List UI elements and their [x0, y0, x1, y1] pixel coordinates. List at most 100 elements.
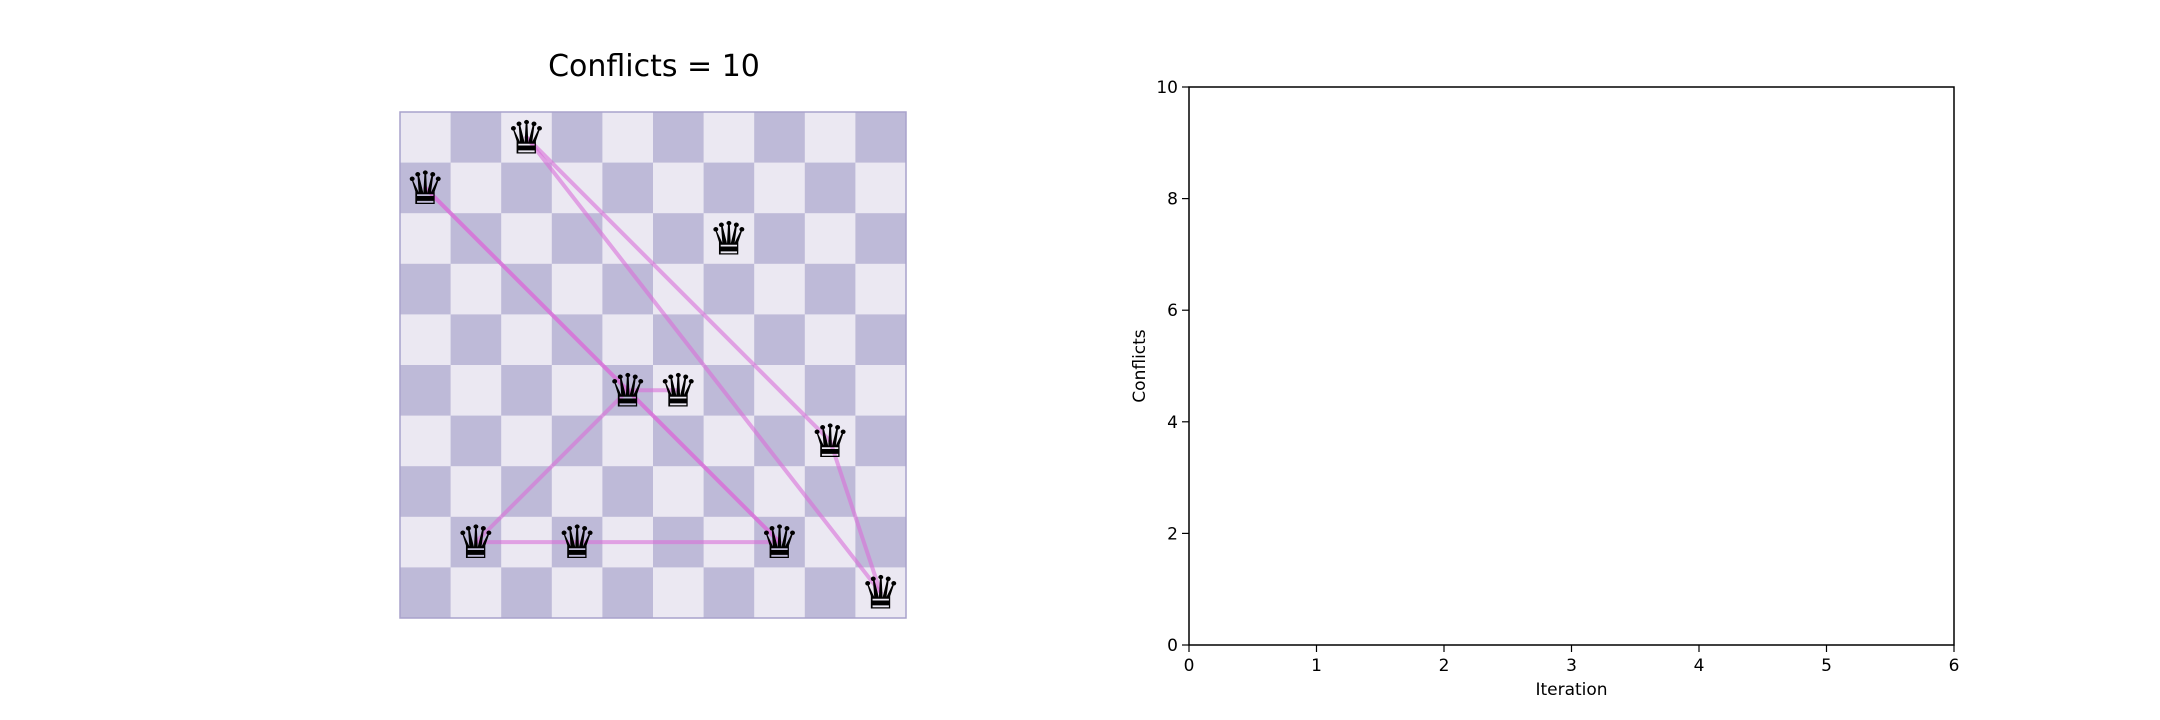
board-square: [855, 365, 907, 416]
board-square: [703, 213, 755, 265]
board-title: Conflicts = 10: [548, 49, 760, 84]
board-square: [450, 365, 502, 416]
queen-icon: ♛: [607, 363, 648, 417]
board-square: [653, 567, 704, 619]
plot-area: [1188, 86, 1955, 646]
board-square: [450, 162, 502, 214]
board-square: [551, 112, 603, 163]
queen-icon: ♛: [759, 515, 800, 569]
board-square: [501, 567, 553, 619]
board-square: [804, 314, 856, 366]
board-square: [804, 516, 856, 568]
conflict-line: [625, 388, 782, 545]
y-tick-label: 10: [1156, 78, 1178, 98]
board-square: [400, 466, 451, 518]
board-square: [501, 213, 553, 265]
board-square: [551, 466, 603, 518]
queen-icon: ♛: [405, 161, 446, 215]
board-square: [804, 263, 856, 315]
y-tick-label: 8: [1167, 190, 1178, 210]
x-axis-ticks: 0 1 2 3 4 5 6: [1184, 645, 1960, 676]
conflict-lines: [423, 135, 883, 595]
conflict-line: [524, 135, 833, 443]
x-tick-label: 2: [1439, 656, 1450, 676]
board-square: [450, 112, 502, 163]
board-square: [653, 162, 704, 214]
queen-icon: ♛: [658, 363, 699, 417]
board-square: [400, 314, 451, 366]
board-border: [399, 111, 907, 619]
board-square: [551, 263, 603, 315]
x-tick-label: 6: [1949, 656, 1960, 676]
board-square: [450, 263, 502, 315]
board-square: [703, 567, 755, 619]
board-square: [400, 213, 451, 265]
board-square: [400, 567, 451, 619]
board-square: [400, 365, 451, 416]
board-square: [804, 567, 856, 619]
board-square: [754, 567, 806, 619]
board-square: [450, 415, 502, 467]
queen-icon: ♛: [708, 212, 749, 266]
board-square: [855, 162, 907, 214]
x-tick-label: 5: [1821, 656, 1832, 676]
board-square: [602, 162, 654, 214]
board-square: [754, 263, 806, 315]
board-square: [551, 365, 603, 416]
queen-icon: ♛: [860, 566, 901, 620]
queen-icon: ♛: [556, 515, 597, 569]
conflict-line: [828, 438, 883, 595]
x-tick-label: 0: [1184, 656, 1195, 676]
board-square: [855, 263, 907, 315]
conflict-line: [473, 388, 630, 545]
y-tick-label: 4: [1167, 413, 1178, 433]
board-square: [501, 415, 553, 467]
board-square: [450, 314, 502, 366]
board-square: [754, 213, 806, 265]
x-tick-label: 1: [1311, 656, 1322, 676]
board-square: [602, 112, 654, 163]
board-square: [703, 263, 755, 315]
board-square: [501, 365, 553, 416]
board-square: [551, 567, 603, 619]
board-square: [400, 415, 451, 467]
board-square: [804, 162, 856, 214]
board-square: [551, 213, 603, 265]
board-square: [501, 162, 553, 214]
board-square: [855, 415, 907, 467]
board-square: [754, 314, 806, 366]
board-square: [855, 466, 907, 518]
x-tick-label: 3: [1566, 656, 1577, 676]
queen-icon: ♛: [455, 515, 496, 569]
board-square: [602, 567, 654, 619]
board-square: [450, 466, 502, 518]
y-tick-label: 0: [1167, 636, 1178, 656]
board-square: [400, 112, 451, 163]
board-square: [602, 466, 654, 518]
board-square: [703, 112, 755, 163]
board-square: [855, 112, 907, 163]
board-square: [450, 567, 502, 619]
board-square: [754, 162, 806, 214]
board-square: [855, 213, 907, 265]
y-tick-label: 6: [1167, 301, 1178, 321]
board-square: [855, 314, 907, 366]
board-square: [804, 365, 856, 416]
queen-icon: ♛: [809, 414, 850, 468]
board-square: [703, 162, 755, 214]
queens: ♛♛♛♛♛♛♛♛♛♛: [405, 110, 902, 619]
board-square: [703, 415, 755, 467]
x-tick-label: 4: [1694, 656, 1705, 676]
board-square: [400, 263, 451, 315]
x-axis-label: Iteration: [1535, 680, 1607, 700]
y-axis-label: Conflicts: [1130, 329, 1150, 402]
board-square: [602, 415, 654, 467]
queen-icon: ♛: [506, 110, 547, 164]
conflict-line: [524, 135, 883, 595]
board-square: [804, 213, 856, 265]
board-square: [754, 466, 806, 518]
board-square: [653, 112, 704, 163]
